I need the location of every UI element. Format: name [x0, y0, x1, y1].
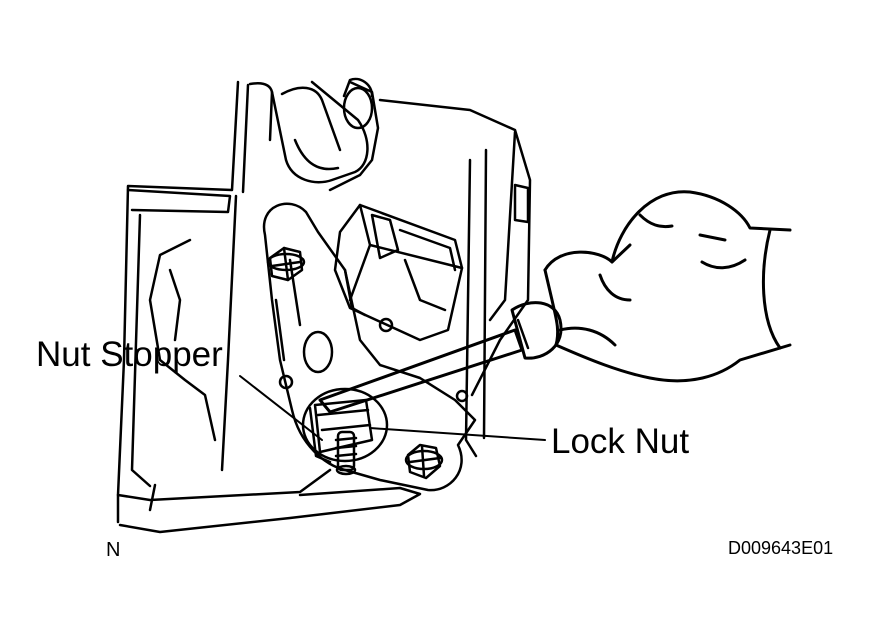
position-label: N: [106, 539, 121, 561]
lock-nut-label: Lock Nut: [551, 422, 690, 461]
technician-hand: [543, 190, 792, 383]
switch-connector: [333, 203, 464, 342]
transmission-housing: [116, 80, 532, 534]
figure-code: D009643E01: [728, 538, 834, 558]
screwdriver: [318, 301, 563, 414]
shift-shaft: [270, 77, 374, 184]
leader-lines: [239, 375, 546, 441]
lock-nut-assembly: [301, 387, 389, 476]
lock-nut-leader: [369, 427, 546, 441]
lower-bolt: [404, 443, 444, 480]
upper-bolt: [266, 246, 306, 282]
nut-stopper-leader: [239, 375, 323, 441]
nut-stopper-label: Nut Stopper: [36, 335, 223, 374]
